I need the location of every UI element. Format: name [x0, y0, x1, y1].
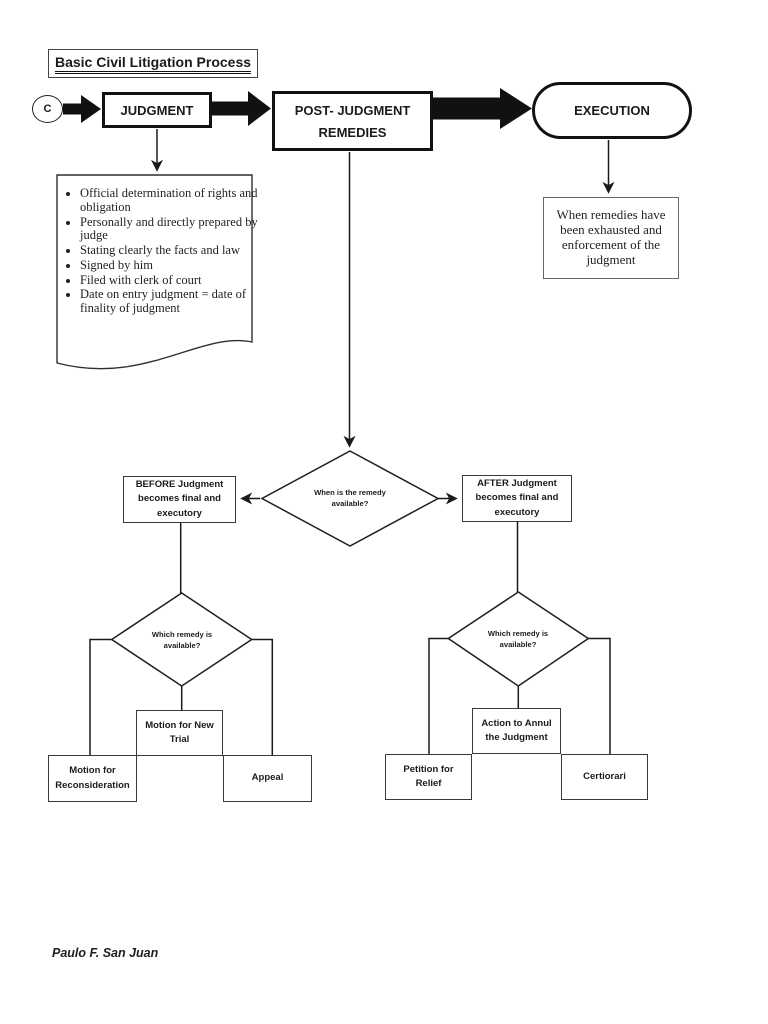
connector-which-before-to-reconsideration	[89, 638, 112, 755]
block-arrow-start-to-judgment	[63, 95, 101, 123]
which-before-diamond-shape	[110, 592, 254, 687]
start-connector-label: C	[43, 103, 52, 115]
page-title: Basic Civil Litigation Process	[54, 54, 252, 74]
action-annul-node: Action to Annul the Judgment	[472, 708, 561, 754]
which-after-diamond-shape	[446, 591, 590, 687]
judgment-note-item: Signed by him	[80, 258, 260, 273]
connector-which-before-to-appeal	[251, 638, 274, 755]
judgment-note-item: Stating clearly the facts and law	[80, 243, 260, 258]
block-arrow-post-to-execution	[433, 88, 532, 129]
connector-which-after-to-certiorari	[588, 637, 611, 754]
judgment-note-item: Official determination of rights and obl…	[80, 186, 260, 215]
block-arrow-judgment-to-post	[212, 91, 271, 126]
post-judgment-label-line1: POST- JUDGMENT	[294, 102, 411, 118]
motion-new-trial-node: Motion for New Trial	[136, 710, 223, 756]
certiorari-node: Certiorari	[561, 754, 648, 800]
petition-relief-node: Petition for Relief	[385, 754, 472, 800]
post-judgment-node: POST- JUDGMENT REMEDIES	[272, 91, 433, 151]
judgment-notes-list: Official determination of rights and obl…	[64, 186, 260, 317]
appeal-node: Appeal	[223, 755, 312, 802]
execution-note: When remedies have been exhausted and en…	[543, 197, 679, 279]
judgment-note-item: Personally and directly prepared by judg…	[80, 215, 260, 244]
judgment-note-item: Filed with clerk of court	[80, 273, 260, 288]
execution-note-text: When remedies have been exhausted and en…	[556, 207, 666, 267]
judgment-note-item: Date on entry judgment = date of finalit…	[80, 287, 260, 316]
motion-reconsideration-node: Motion for Reconsideration	[48, 755, 137, 802]
connector-which-after-to-relief	[428, 637, 449, 754]
execution-node: EXECUTION	[532, 82, 692, 139]
which-after-diamond-label: Which remedy is available?	[487, 629, 549, 649]
author-signature: Paulo F. San Juan	[52, 946, 159, 960]
page-title-box: Basic Civil Litigation Process	[48, 49, 258, 78]
document-shape	[56, 174, 253, 370]
before-judgment-node: BEFORE Judgment becomes final and execut…	[123, 476, 236, 523]
which-before-diamond-label: Which remedy is available?	[151, 630, 213, 650]
start-connector-circle: C	[32, 95, 63, 123]
judgment-label: JUDGMENT	[120, 102, 194, 118]
execution-label: EXECUTION	[574, 103, 650, 118]
after-judgment-node: AFTER Judgment becomes final and executo…	[462, 475, 572, 522]
judgment-node: JUDGMENT	[102, 92, 212, 128]
when-diamond-shape	[260, 450, 440, 547]
when-diamond-label: When is the remedy available?	[314, 488, 386, 508]
post-judgment-label-line2: REMEDIES	[318, 124, 387, 140]
